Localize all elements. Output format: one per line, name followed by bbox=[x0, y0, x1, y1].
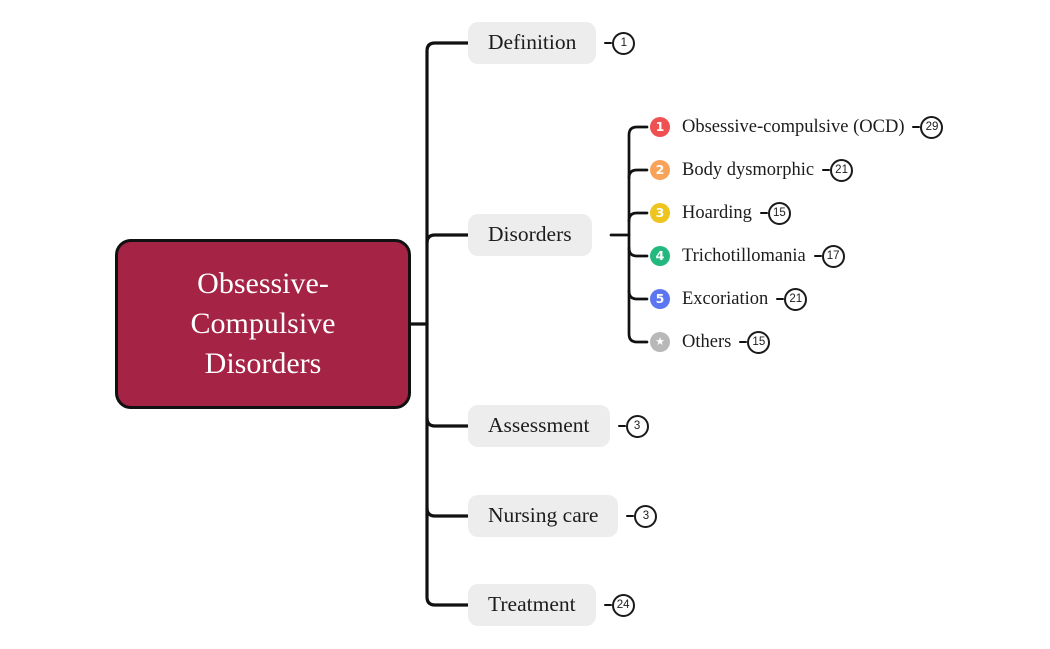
child-trichotillomania-label: Trichotillomania bbox=[682, 245, 806, 266]
spur-hoarding bbox=[627, 211, 649, 223]
child-ocd[interactable]: 1 Obsessive-compulsive (OCD) 29 bbox=[650, 114, 944, 140]
body-dysmorphic-count-badge[interactable]: 21 bbox=[830, 158, 854, 182]
child-trichotillomania[interactable]: 4 Trichotillomania 17 bbox=[650, 243, 845, 269]
branch-treatment: Treatment 24 bbox=[468, 583, 635, 627]
collapse-dash bbox=[822, 168, 831, 172]
collapse-dash bbox=[617, 424, 626, 428]
collapse-dash bbox=[604, 41, 613, 45]
sub-trunk bbox=[627, 125, 649, 344]
number-5-badge-icon: 5 bbox=[650, 289, 670, 309]
child-hoarding-label: Hoarding bbox=[682, 202, 752, 223]
child-excoriation-label: Excoriation bbox=[682, 288, 769, 309]
child-hoarding[interactable]: 3 Hoarding 15 bbox=[650, 200, 791, 226]
root-topic-line-3: Disorders bbox=[204, 347, 322, 380]
spur-disorders bbox=[425, 233, 470, 245]
number-3-badge-icon: 3 bbox=[650, 203, 670, 223]
others-count-badge[interactable]: 15 bbox=[747, 330, 771, 354]
ocd-count-badge[interactable]: 29 bbox=[920, 115, 944, 139]
number-2-badge-icon: 2 bbox=[650, 160, 670, 180]
excoriation-count-badge[interactable]: 21 bbox=[784, 287, 808, 311]
collapse-dash bbox=[813, 254, 822, 258]
nursing-care-count-badge[interactable]: 3 bbox=[634, 504, 658, 528]
root-topic-line-2: Compulsive bbox=[190, 307, 336, 340]
collapse-dash bbox=[912, 125, 921, 129]
child-others-label: Others bbox=[682, 331, 732, 352]
assessment-count-badge[interactable]: 3 bbox=[625, 414, 649, 438]
spur-assessment bbox=[425, 416, 470, 428]
child-excoriation[interactable]: 5 Excoriation 21 bbox=[650, 286, 808, 312]
treatment-count-badge[interactable]: 24 bbox=[611, 593, 635, 617]
root-topic-line-1: Obsessive- bbox=[197, 267, 329, 300]
branch-disorders-box[interactable]: Disorders bbox=[468, 214, 592, 256]
root-topic[interactable]: Obsessive- Compulsive Disorders bbox=[115, 239, 411, 409]
branch-nursing-care: Nursing care 3 bbox=[468, 494, 658, 538]
branch-assessment: Assessment 3 bbox=[468, 404, 649, 448]
collapse-dash bbox=[626, 514, 635, 518]
collapse-dash bbox=[603, 603, 612, 607]
number-1-badge-icon: 1 bbox=[650, 117, 670, 137]
child-body-dysmorphic-label: Body dysmorphic bbox=[682, 159, 815, 180]
child-ocd-label: Obsessive-compulsive (OCD) bbox=[682, 116, 905, 137]
collapse-dash bbox=[776, 297, 785, 301]
collapse-dash bbox=[739, 340, 748, 344]
main-trunk bbox=[425, 41, 470, 607]
trichotillomania-count-badge[interactable]: 17 bbox=[821, 244, 845, 268]
spur-excoriation bbox=[627, 289, 649, 301]
definition-count-badge[interactable]: 1 bbox=[612, 31, 636, 55]
hoarding-count-badge[interactable]: 15 bbox=[767, 201, 791, 225]
branch-nursing-care-box[interactable]: Nursing care bbox=[468, 495, 619, 537]
child-others[interactable]: ★ Others 15 bbox=[650, 329, 771, 355]
child-body-dysmorphic[interactable]: 2 Body dysmorphic 21 bbox=[650, 157, 854, 183]
star-badge-icon: ★ bbox=[650, 332, 670, 352]
branch-definition-box[interactable]: Definition bbox=[468, 22, 597, 64]
branch-definition: Definition 1 bbox=[468, 21, 636, 65]
branch-disorders: Disorders bbox=[468, 213, 592, 257]
spur-nursing-care bbox=[425, 506, 470, 518]
branch-assessment-box[interactable]: Assessment bbox=[468, 405, 610, 447]
branch-treatment-box[interactable]: Treatment bbox=[468, 584, 596, 626]
collapse-dash bbox=[759, 211, 768, 215]
number-4-badge-icon: 4 bbox=[650, 246, 670, 266]
spur-body-dysmorphic bbox=[627, 168, 649, 180]
spur-trichotillomania bbox=[627, 246, 649, 258]
